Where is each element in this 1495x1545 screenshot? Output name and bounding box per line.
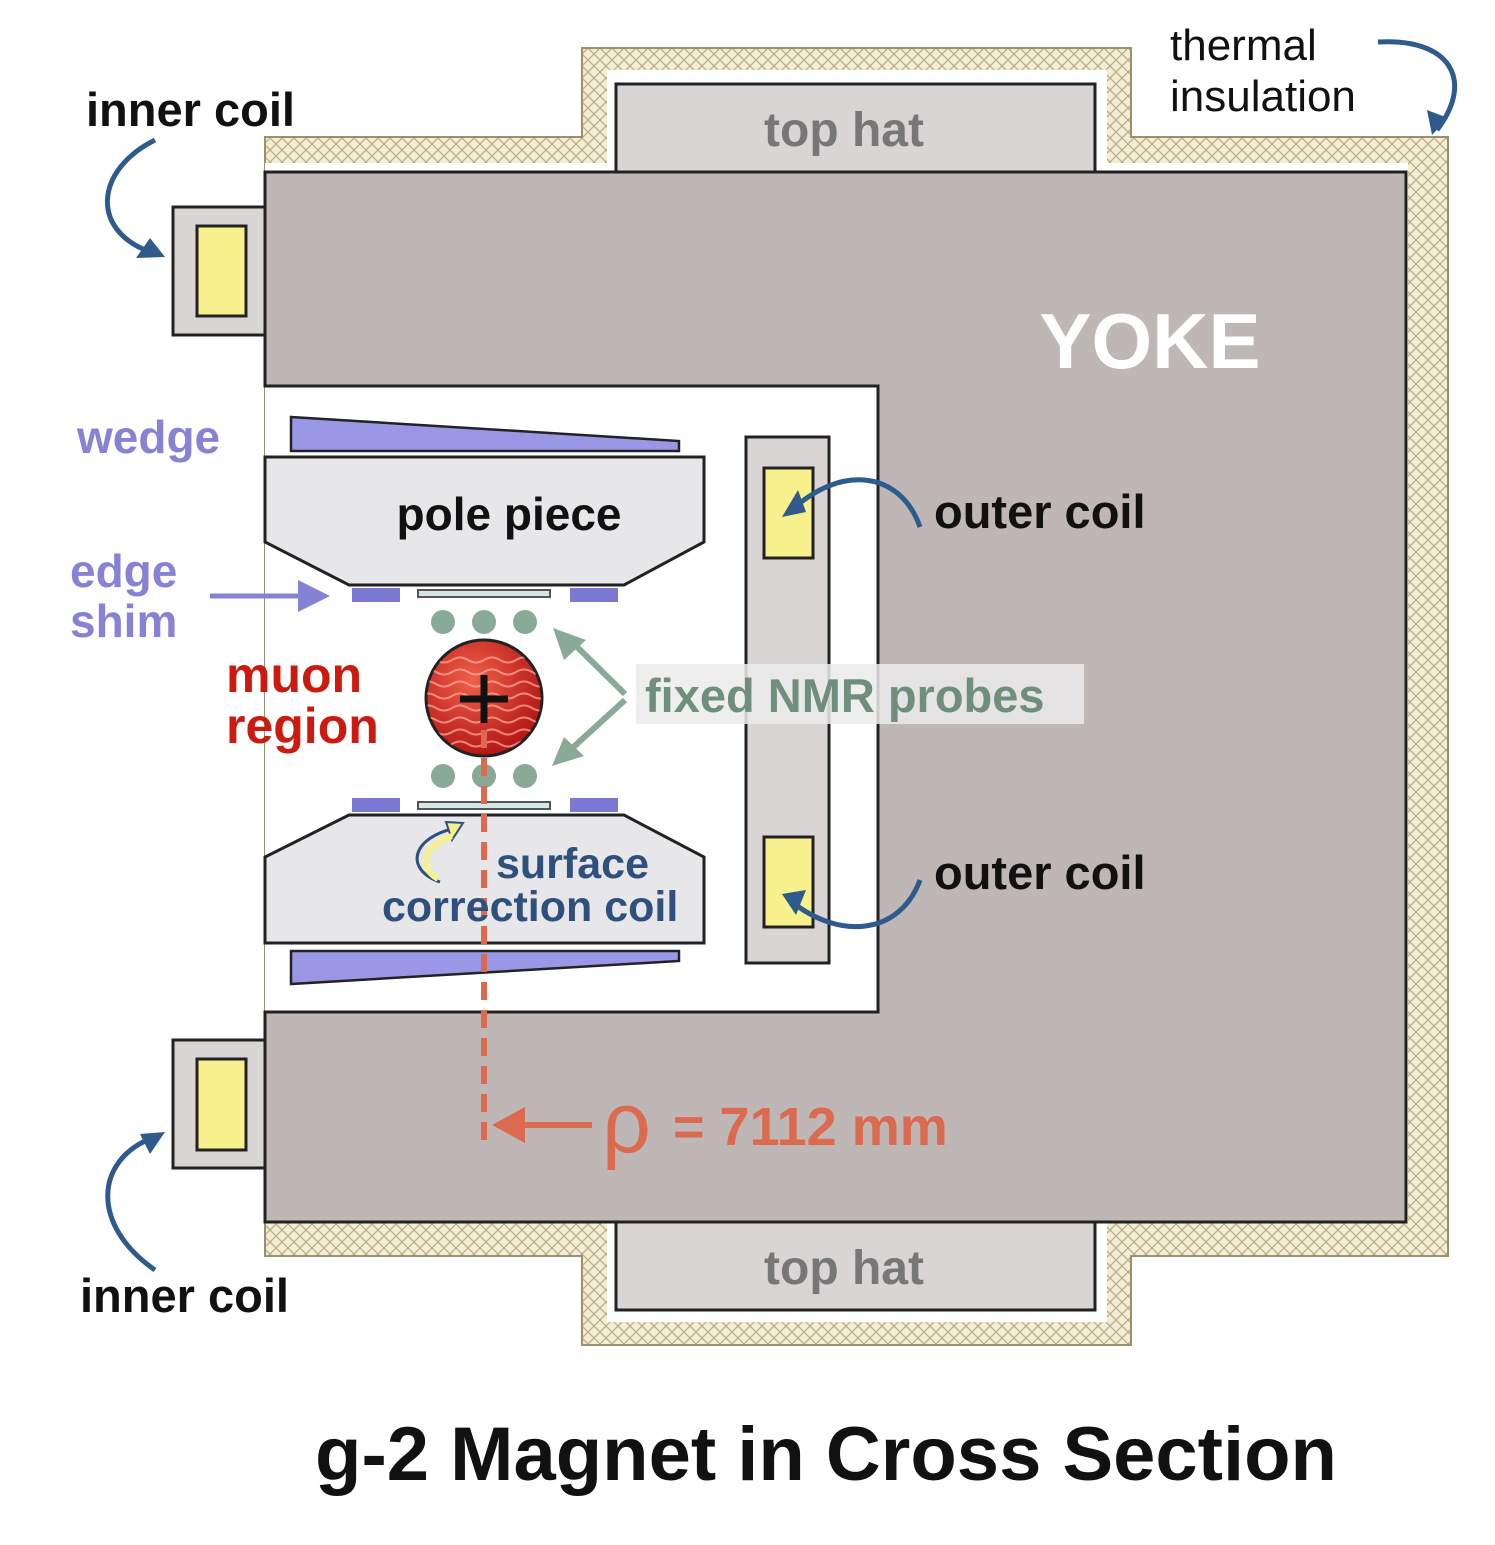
surface-correction-label-line1: surface [496,840,649,888]
surface-correction-arrow-icon [415,826,457,884]
inner-coil-top-box [171,205,267,337]
inner-coil-bottom-arrow-icon [105,1135,157,1273]
thermal-insulation-label-line2: insulation [1170,72,1356,121]
edge-shim-top-right [570,588,618,602]
radius-arrow-icon [492,1107,592,1143]
outer-coil-bottom-label: outer coil [934,846,1146,899]
top-hat-top-label: top hat [764,104,924,157]
nmr-probes-bottom [431,764,537,788]
fixed-nmr-probes-label: fixed NMR probes [645,669,1045,722]
nmr-arrows-icon [565,637,628,755]
inner-coil-top-winding [195,224,248,318]
nmr-label-backdrop [636,664,1084,724]
inner-coil-bottom-box [171,1038,267,1170]
muon-region-label-line1: muon [226,647,362,703]
rho-symbol-label: ρ [602,1075,651,1171]
muon-beam [424,638,544,758]
wedge-label: wedge [76,411,220,463]
outer-coil-bottom-arrow-icon [790,879,923,930]
surface-correction-plate-top [417,589,551,598]
outer-coil-top-arrow-icon [790,477,923,528]
thermal-insulation-arrow-icon [1377,39,1458,132]
inner-coil-bottom-winding [195,1057,248,1152]
yoke-label: YOKE [1039,297,1260,385]
pole-piece-label: pole piece [397,488,622,540]
inner-coil-top-arrow-icon [105,137,157,255]
edge-shim-arrow-icon [210,580,330,612]
plus-icon [460,675,508,723]
edge-shim-bottom-left [352,798,400,812]
top-hat-bottom-label: top hat [764,1242,924,1295]
edge-shim-label-line2: shim [70,595,177,647]
muon-region-label-line2: region [226,698,379,754]
surface-correction-label-line2: correction coil [382,883,678,931]
inner-coil-top-label: inner coil [86,83,295,136]
top-hat-top [614,82,1097,174]
pole-piece-top [263,455,706,587]
edge-shim-bottom-right [570,798,618,812]
top-hat-bottom [614,1220,1097,1312]
inner-coil-bottom-label: inner coil [80,1269,289,1322]
edge-shim-label-line1: edge [70,545,177,597]
diagram-title: g-2 Magnet in Cross Section [315,1412,1337,1497]
nmr-probes-top [431,610,537,634]
wedge-top [289,415,681,453]
rho-value-label: = 7112 mm [673,1097,948,1157]
edge-shim-top-left [352,588,400,602]
yoke [263,170,1408,1224]
thermal-insulation-label-line1: thermal [1170,21,1317,70]
outer-coil-top-label: outer coil [934,485,1146,538]
